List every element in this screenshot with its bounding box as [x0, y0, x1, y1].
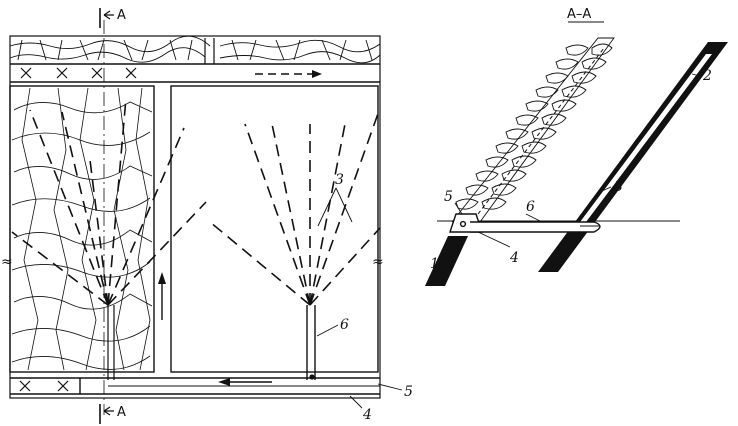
top-drift-crosses — [20, 67, 137, 79]
vein-2-slot — [577, 54, 712, 226]
goaf-block — [9, 85, 155, 373]
vein-1 — [425, 236, 468, 286]
section-marker-bottom: A — [117, 405, 126, 420]
label-5-left: 5 — [404, 384, 413, 400]
plan-frame — [9, 35, 381, 399]
label-4-right: 4 — [509, 250, 519, 266]
label-1: 1 — [430, 256, 439, 272]
label-6-left: 6 — [340, 317, 349, 333]
ore-block — [170, 85, 379, 373]
blasthole-fan-right — [209, 107, 381, 306]
label-6-right: 6 — [526, 199, 535, 215]
section-marker-top: A — [117, 8, 126, 23]
ore-rubble-column — [451, 37, 615, 223]
section-view — [425, 21, 728, 286]
label-3-right: 3 — [614, 179, 623, 195]
break-symbol-left: ≈ — [1, 254, 13, 270]
label-2: 2 — [702, 68, 712, 84]
break-symbol-right: ≈ — [372, 254, 384, 270]
horizontal-drift — [470, 221, 601, 233]
plan-view — [9, 8, 403, 424]
bottom-drift-crosses — [19, 380, 69, 392]
section-title: A–A — [567, 7, 591, 22]
top-rubble-band — [9, 35, 381, 64]
goaf-rubble — [11, 87, 153, 371]
label-5-right: 5 — [444, 189, 453, 205]
label-4-left: 4 — [362, 407, 372, 423]
label-3-left: 3 — [335, 172, 344, 188]
blasthole-fan-left — [11, 97, 207, 306]
